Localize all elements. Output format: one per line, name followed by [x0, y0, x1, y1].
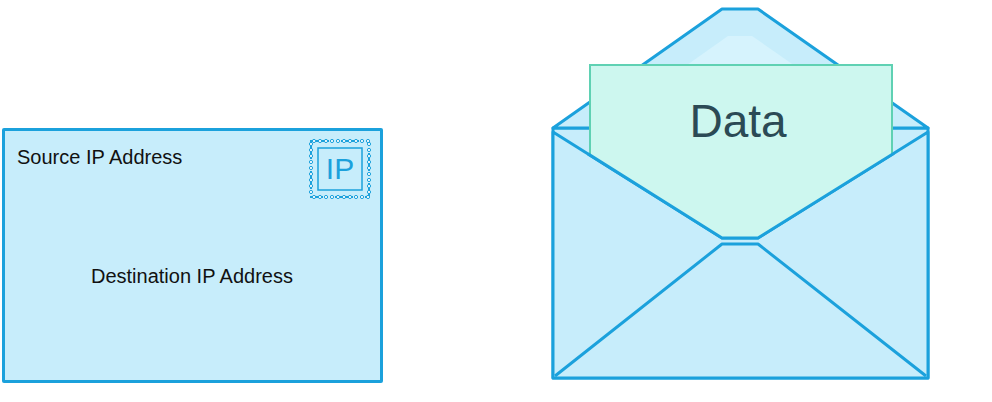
- stamp-frame: [318, 148, 362, 190]
- stamp-perforation-hole: [336, 195, 339, 198]
- letter-sheet-outline: [590, 65, 892, 240]
- stamp-perforation-hole: [330, 195, 333, 198]
- stamp-perforation-hole: [348, 195, 351, 198]
- stamp-perforation-hole: [367, 148, 370, 151]
- stamp-perforation-hole: [367, 184, 370, 187]
- source-address: Source IP Address: [17, 146, 182, 169]
- stamp-perforation-hole: [367, 154, 370, 157]
- destination-address: Destination IP Address: [91, 265, 293, 288]
- envelope-front: Source IP AddressDestination IP Address I…: [2, 128, 383, 383]
- data-label: Data: [689, 95, 786, 148]
- stamp-perforation-hole: [318, 139, 321, 142]
- stamp-perforation-hole: [348, 139, 351, 142]
- stamp-perforation-hole: [354, 139, 357, 142]
- stamp-label: IP: [326, 152, 354, 187]
- stamp-perforation-hole: [309, 178, 312, 181]
- stamp-perforation-hole: [354, 195, 357, 198]
- stamp-perforation-hole: [309, 148, 312, 151]
- stamp-perforation-hole: [336, 139, 339, 142]
- letter-sheet: Data: [590, 65, 892, 240]
- stamp-perforation-hole: [367, 172, 370, 175]
- stamp-perforation-hole: [360, 195, 363, 198]
- stamp-perforation-hole: [367, 178, 370, 181]
- stamp-perforation-hole: [324, 195, 327, 198]
- stamp-perforation-hole: [309, 160, 312, 163]
- stamp-perforation-hole: [366, 195, 369, 198]
- stamp-perforation-hole: [360, 139, 363, 142]
- stamp-perforation-hole: [324, 139, 327, 142]
- letter-paper: [590, 65, 892, 238]
- stamp-perforation-hole: [367, 142, 370, 145]
- stamp-perforation-hole: [309, 142, 312, 145]
- stamp-perforation-hole: [318, 195, 321, 198]
- stamp-perforation-hole: [367, 166, 370, 169]
- stamp-perforation-hole: [309, 190, 312, 193]
- stamp-perforation-hole: [309, 166, 312, 169]
- stamp-perforation: [311, 141, 369, 197]
- letter-edge: [590, 65, 892, 155]
- stamp-perforation-hole: [309, 172, 312, 175]
- stamp-perforation-hole: [309, 154, 312, 157]
- stamp-perforation-hole: [312, 139, 315, 142]
- stamp-perforation-hole: [309, 184, 312, 187]
- stamp-perforation-hole: [312, 195, 315, 198]
- pocket-edge: [588, 153, 894, 238]
- envelope-bottom-fold: [555, 244, 926, 376]
- postage-stamp: IP: [310, 140, 370, 198]
- stamp-perforation-hole: [367, 190, 370, 193]
- stamp-perforation-hole: [367, 160, 370, 163]
- stamp-perforation-hole: [342, 195, 345, 198]
- stamp-perforation-hole: [342, 139, 345, 142]
- stamp-perforation-hole: [330, 139, 333, 142]
